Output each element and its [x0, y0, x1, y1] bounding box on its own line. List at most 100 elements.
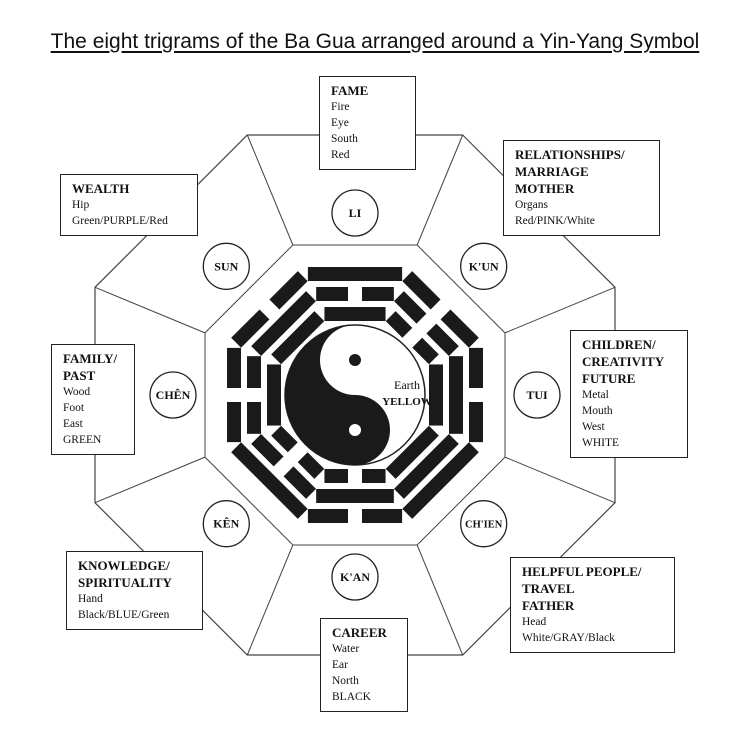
sector-divider	[94, 286, 206, 334]
area-box-knowledge: KNOWLEDGE/ SPIRITUALITY Hand Black/BLUE/…	[66, 551, 203, 630]
area-heading: FAMILY/	[63, 351, 118, 366]
area-detail: BLACK	[332, 691, 371, 703]
trigram-line-broken	[385, 311, 413, 338]
area-detail: Green/PURPLE/Red	[72, 215, 168, 227]
trigram-line-broken	[231, 309, 270, 348]
sector-divider	[504, 456, 616, 504]
area-heading: TRAVEL	[522, 581, 575, 596]
area-detail: Mouth	[582, 405, 613, 417]
trigram	[429, 347, 483, 443]
area-detail: West	[582, 421, 605, 433]
inner-octagon	[204, 244, 506, 546]
trigram-name-circle	[331, 553, 379, 601]
area-heading: FATHER	[522, 598, 575, 613]
trigram-name-label: KÊN	[213, 517, 239, 531]
trigram-line-broken	[469, 347, 483, 388]
area-box-career: CAREER Water Ear North BLACK	[320, 618, 408, 712]
center-element: Earth	[394, 378, 420, 392]
trigram	[385, 425, 479, 519]
trigram-name-label: CHÊN	[156, 388, 191, 402]
area-detail: GREEN	[63, 434, 102, 446]
area-detail: Red/PINK/White	[515, 215, 595, 227]
sector-divider	[416, 544, 464, 656]
sector-divider	[416, 134, 464, 246]
trigram-line-solid	[449, 356, 463, 434]
trigram-line-broken	[362, 509, 403, 523]
trigram-name-circle	[202, 242, 250, 290]
sector-divider	[246, 544, 294, 656]
trigram	[231, 271, 325, 365]
center-label: CENTER	[330, 337, 385, 352]
trigram-line-broken	[426, 323, 459, 356]
trigram-line-solid	[394, 434, 459, 499]
trigram	[307, 267, 403, 321]
area-detail: Hand	[78, 593, 103, 605]
area-box-wealth: WEALTH Hip Green/PURPLE/Red	[60, 174, 198, 236]
area-detail: Metal	[582, 389, 609, 401]
sector-divider	[246, 134, 294, 246]
trigram-name-circle	[460, 242, 508, 290]
area-heading: CREATIVITY	[582, 354, 665, 369]
area-detail: South	[331, 133, 358, 145]
area-heading: FUTURE	[582, 371, 636, 386]
trigram-name-label: TUI	[526, 388, 548, 402]
trigram-name-label: K'AN	[340, 570, 370, 584]
trigram-line-solid	[429, 364, 443, 426]
trigram-name-label: LI	[349, 206, 362, 220]
trigram-name-label: K'UN	[469, 259, 499, 273]
area-box-helpful-people: HELPFUL PEOPLE/ TRAVEL FATHER Head White…	[510, 557, 675, 653]
area-heading: FAME	[331, 83, 369, 98]
trigram-line-broken	[297, 452, 325, 479]
trigram-line-broken	[251, 434, 284, 467]
yang-dot	[349, 424, 361, 436]
area-box-family: FAMILY/ PAST Wood Foot East GREEN	[51, 344, 135, 455]
area-heading: KNOWLEDGE/	[78, 558, 170, 573]
area-detail: East	[63, 418, 83, 430]
area-detail: White/GRAY/Black	[522, 632, 615, 644]
trigram-line-broken	[469, 402, 483, 443]
sector-divider	[94, 456, 206, 504]
trigram-line-solid	[231, 442, 308, 519]
trigram-name-label: CH'IEN	[465, 520, 503, 531]
trigram-line-broken	[247, 356, 261, 388]
area-detail: Organs	[515, 199, 549, 211]
trigram-line-solid	[402, 442, 479, 519]
area-heading: MARRIAGE	[515, 164, 589, 179]
area-detail: Head	[522, 616, 547, 628]
area-heading: MOTHER	[515, 181, 575, 196]
area-detail: Water	[332, 643, 360, 655]
area-detail: North	[332, 675, 359, 687]
trigram-line-broken	[362, 469, 386, 483]
trigram-line-broken	[440, 309, 479, 348]
trigram-line-broken	[362, 287, 394, 301]
area-box-fame: FAME Fire Eye South Red	[319, 76, 416, 170]
area-heading: PAST	[63, 368, 96, 383]
trigram-name-label: SUN	[214, 259, 238, 273]
trigram-line-broken	[324, 469, 348, 483]
trigram-line-solid	[267, 364, 281, 426]
area-detail: Black/BLUE/Green	[78, 609, 170, 621]
sector-divider	[504, 286, 616, 334]
trigram-line-solid	[307, 267, 403, 281]
trigram-line-solid	[271, 311, 325, 365]
area-box-children: CHILDREN/ CREATIVITY FUTURE Metal Mouth …	[570, 330, 688, 458]
trigram-line-broken	[402, 271, 441, 310]
trigram-line-broken	[307, 509, 348, 523]
area-box-relationships: RELATIONSHIPS/ MARRIAGE MOTHER Organs Re…	[503, 140, 660, 236]
trigram	[231, 425, 325, 519]
area-heading: CAREER	[332, 625, 387, 640]
trigram-line-broken	[247, 402, 261, 434]
trigram	[307, 469, 403, 523]
area-detail: Foot	[63, 402, 85, 414]
trigram-name-circle	[460, 500, 508, 548]
trigram-line-broken	[227, 347, 241, 388]
trigram-line-broken	[227, 402, 241, 443]
area-detail: Wood	[63, 386, 91, 398]
trigram-line-broken	[283, 466, 316, 499]
trigram-line-broken	[271, 425, 298, 453]
trigram-line-solid	[324, 307, 386, 321]
area-heading: RELATIONSHIPS/	[515, 147, 625, 162]
area-heading: SPIRITUALITY	[78, 575, 172, 590]
trigram	[227, 347, 281, 443]
trigram-line-solid	[251, 291, 316, 356]
